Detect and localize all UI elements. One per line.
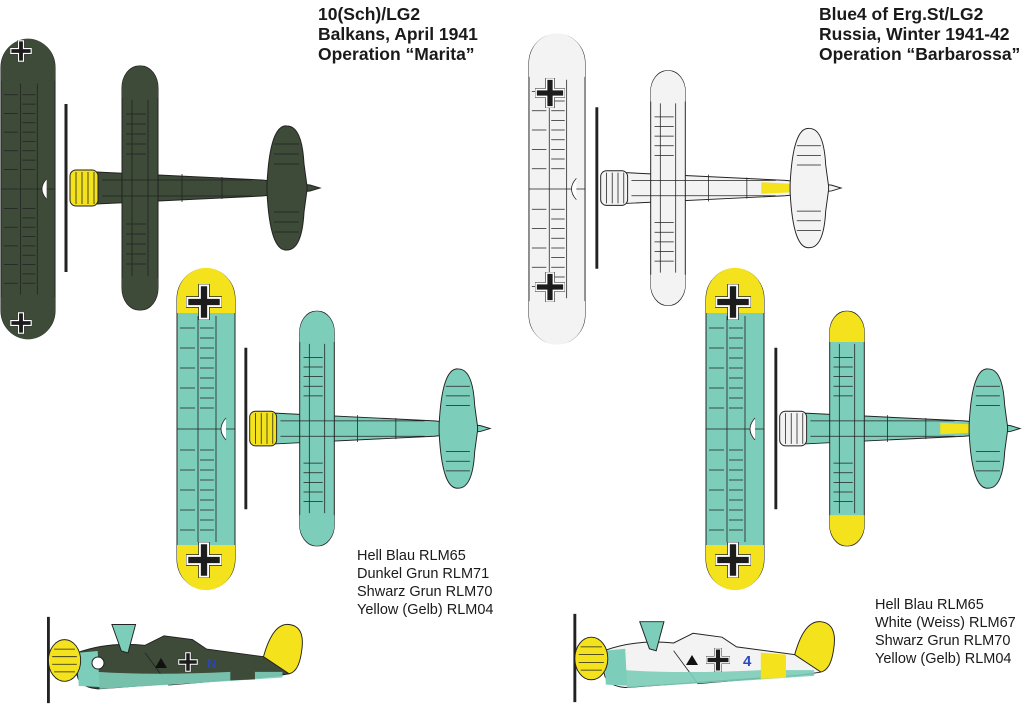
unit-emblem	[91, 656, 105, 670]
legend-item: Dunkel Grun RLM71	[357, 566, 490, 582]
scheme2-bottom-view	[774, 309, 1022, 548]
scheme2-side-view: 4	[573, 612, 836, 704]
scheme1-bottom-view	[244, 309, 492, 548]
scheme2-location-date: Russia, Winter 1941-42	[819, 24, 1010, 44]
scheme1-lower-wing-planform	[176, 267, 236, 591]
scheme1-location-date: Balkans, April 1941	[318, 24, 478, 44]
side-code-number: 4	[743, 653, 752, 670]
triangle-marking	[686, 655, 698, 665]
scheme2-color-legend: Hell Blau RLM65 White (Weiss) RLM67 Shwa…	[875, 596, 1016, 668]
side-code-letter: N	[207, 656, 216, 671]
scheme2-operation: Operation “Barbarossa”	[819, 44, 1021, 64]
scheme1-side-view: N	[46, 615, 304, 705]
legend-item: Yellow (Gelb) RLM04	[357, 602, 494, 618]
legend-item: Shwarz Grun RLM70	[357, 584, 493, 600]
scheme2-unit: Blue4 of Erg.St/LG2	[819, 4, 984, 24]
legend-item: Hell Blau RLM65	[875, 597, 984, 613]
scheme2-lower-wing-planform	[705, 267, 765, 591]
scheme1-color-legend: Hell Blau RLM65 Dunkel Grun RLM71 Shwarz…	[357, 547, 493, 619]
legend-item: Yellow (Gelb) RLM04	[875, 651, 1012, 667]
legend-item: White (Weiss) RLM67	[875, 615, 1016, 631]
legend-item: Hell Blau RLM65	[357, 548, 466, 564]
triangle-marking	[155, 658, 167, 668]
legend-item: Shwarz Grun RLM70	[875, 633, 1011, 649]
scheme1-unit: 10(Sch)/LG2	[318, 4, 421, 24]
scheme1-title: 10(Sch)/LG2 Balkans, April 1941 Operatio…	[318, 4, 478, 64]
scheme2-title: Blue4 of Erg.St/LG2 Russia, Winter 1941-…	[819, 4, 1020, 64]
scheme1-operation: Operation “Marita”	[318, 44, 475, 64]
scheme1-upper-wing-planform	[0, 38, 56, 340]
scheme2-top-view	[595, 69, 843, 307]
scheme2-upper-wing-planform	[528, 32, 586, 346]
